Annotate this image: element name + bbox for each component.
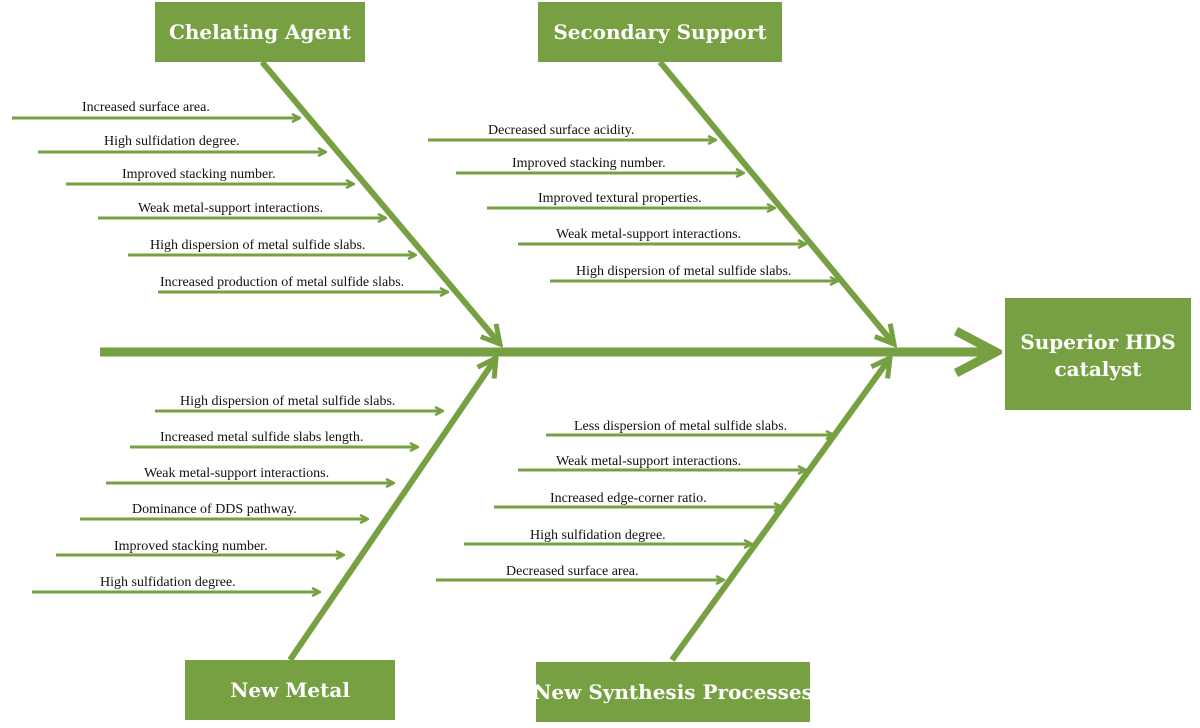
secondary-support-causes: Decreased surface acidity. Improved stac… [428,123,838,281]
cause-label: Weak metal-support interactions. [138,201,323,216]
chelating-agent-causes: Increased surface area. High sulfidation… [12,100,448,292]
effect-label-line2: catalyst [1054,357,1142,381]
effect-box: Superior HDS catalyst [1005,298,1191,410]
secondary-support-box: Secondary Support [538,2,782,62]
cause-label: High dispersion of metal sulfide slabs. [576,264,791,279]
new-synthesis-causes: Less dispersion of metal sulfide slabs. … [436,419,834,580]
cause-label: Increased production of metal sulfide sl… [160,275,404,290]
cause-label: Decreased surface acidity. [488,123,634,138]
cause-label: Less dispersion of metal sulfide slabs. [574,419,787,434]
cause-label: Decreased surface area. [506,564,639,579]
cause-label: High sulfidation degree. [104,134,240,149]
cause-label: High dispersion of metal sulfide slabs. [150,238,365,253]
chelating-agent-box: Chelating Agent [155,2,365,62]
new-synthesis-label: New Synthesis Processes [533,680,813,704]
cause-label: Increased metal sulfide slabs length. [160,430,363,445]
cause-label: Increased surface area. [82,100,210,115]
new-metal-branch [287,358,496,662]
cause-label: Improved stacking number. [122,167,276,182]
new-synthesis-branch [669,358,890,662]
cause-label: High sulfidation degree. [100,575,236,590]
cause-label: High dispersion of metal sulfide slabs. [180,394,395,409]
cause-label: Weak metal-support interactions. [556,454,741,469]
cause-label: Improved textural properties. [538,191,702,206]
new-metal-box: New Metal [185,660,395,720]
cause-label: Weak metal-support interactions. [556,227,741,242]
secondary-support-label: Secondary Support [553,20,767,44]
cause-label: Dominance of DDS pathway. [132,502,297,517]
new-metal-label: New Metal [230,678,350,702]
new-synthesis-box: New Synthesis Processes [533,662,813,722]
new-metal-causes: High dispersion of metal sulfide slabs. … [32,394,443,592]
cause-label: Improved stacking number. [114,539,268,554]
cause-label: High sulfidation degree. [530,528,666,543]
secondary-support-branch [657,60,894,344]
chelating-agent-label: Chelating Agent [169,20,352,44]
cause-label: Weak metal-support interactions. [144,466,329,481]
effect-label-line1: Superior HDS [1020,330,1175,354]
chelating-agent-branch [259,60,500,344]
cause-label: Increased edge-corner ratio. [550,491,707,506]
cause-label: Improved stacking number. [512,156,666,171]
